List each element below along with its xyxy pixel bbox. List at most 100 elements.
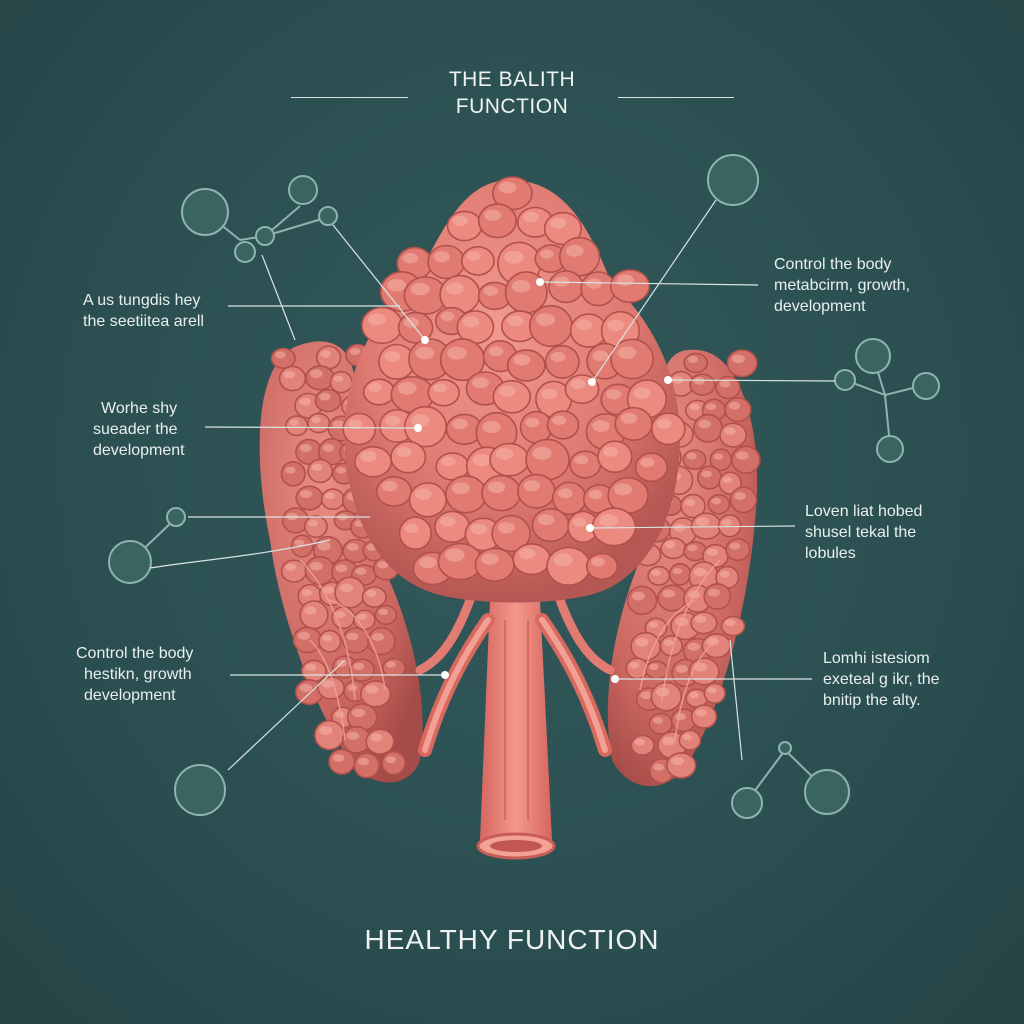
lobule-highlight (649, 663, 659, 670)
label-right-top: Control the body metabcirm, growth, deve… (774, 256, 911, 315)
right-side-lobe (607, 349, 761, 787)
lobule-highlight (310, 369, 323, 379)
lobule-highlight (640, 691, 652, 700)
lobule-highlight (640, 457, 655, 468)
lobule-highlight (631, 591, 645, 601)
lobule-bump (725, 538, 751, 562)
lobule-highlight (734, 492, 746, 500)
lobule-bump (703, 583, 732, 610)
lobule-highlight (664, 540, 676, 549)
lobule-bump (525, 438, 570, 481)
lobule-highlight (294, 539, 305, 546)
molecule-mid-left (108, 507, 186, 584)
lobule-bump (697, 465, 722, 490)
lobule-highlight (322, 444, 335, 452)
lobule-highlight (397, 381, 417, 395)
lobule-bump (329, 370, 353, 394)
lobule-highlight (386, 661, 396, 668)
lobule-highlight (404, 523, 419, 534)
lobule-bump (403, 405, 447, 448)
molecule-clusters (108, 154, 940, 819)
lobule-bump (445, 475, 487, 514)
annotation-dot (664, 376, 672, 384)
lobule-bump (614, 406, 653, 441)
left-side-lobe (259, 341, 423, 783)
lobule-bump (427, 244, 466, 280)
lobule-highlight (586, 278, 602, 289)
lobule-highlight (537, 514, 555, 526)
lobule-highlight (497, 522, 515, 534)
lobule-bump (506, 349, 546, 382)
lobule-highlight (484, 209, 502, 221)
lobule-highlight (719, 380, 731, 388)
lobule-bump (280, 460, 306, 487)
lobule-highlight (676, 664, 688, 673)
lobule-bump (531, 507, 570, 543)
lobule-highlight (433, 383, 447, 393)
lobule-highlight (298, 397, 311, 406)
lobule-bump (528, 304, 573, 348)
lobule-highlight (370, 733, 383, 742)
lobule-highlight (367, 313, 387, 326)
lobule-highlight (360, 450, 377, 462)
lobule-highlight (708, 588, 720, 597)
lobule-bump (645, 660, 669, 680)
lobule-bump (690, 611, 718, 635)
lobule-highlight (323, 586, 335, 594)
lobule-highlight (433, 251, 450, 263)
lobule-highlight (283, 370, 296, 379)
lobule-bump (717, 514, 742, 538)
lobule-highlight (305, 663, 317, 671)
lobule-highlight (557, 488, 573, 499)
lobule-bump (362, 378, 396, 406)
lobule-highlight (689, 691, 699, 699)
lobule-highlight (721, 519, 732, 526)
lobule-highlight (616, 274, 634, 287)
lobule-bump (682, 449, 707, 471)
lobule-highlight (689, 403, 700, 411)
lobule-highlight (481, 553, 499, 565)
lobule-bump (726, 349, 758, 378)
lobule-highlight (378, 608, 388, 615)
lobule-bump (367, 626, 396, 656)
lobule-bump (548, 270, 584, 304)
lobule-bump (657, 584, 688, 612)
lobule-highlight (319, 392, 331, 401)
lobule-bump (634, 452, 668, 483)
lobule-bump (597, 440, 633, 474)
annotation-dots (414, 278, 672, 683)
lobule-highlight (565, 244, 584, 257)
lobule-bump (512, 543, 552, 576)
lobule-highlight (570, 379, 586, 390)
lobule-highlight (377, 561, 389, 569)
lobule-highlight (532, 446, 552, 460)
lobule-bump (360, 680, 392, 708)
annotation-dot (536, 278, 544, 286)
lobule-highlight (554, 276, 570, 287)
lobule-bump (626, 585, 658, 616)
lobule-highlight (523, 211, 539, 223)
lobule-highlight (722, 476, 733, 484)
lobule-highlight (339, 583, 353, 593)
lobule-highlight (482, 420, 501, 434)
lobule-highlight (440, 311, 455, 321)
lobule-bump (719, 422, 748, 448)
lobule-highlight (299, 444, 312, 452)
lobule-bump (314, 388, 342, 413)
lobule-bump (427, 378, 460, 407)
lobule-highlight (728, 401, 741, 410)
lobule-highlight (725, 619, 736, 627)
lobule-bump (729, 486, 758, 514)
lobule-bump (668, 562, 692, 586)
lobule-bump (285, 415, 309, 437)
label-right-mid: Loven liat hobed shusel tekal the lobule… (805, 503, 923, 562)
title-line-2: FUNCTION (455, 95, 569, 118)
lobule-bump (295, 485, 324, 511)
lobule-highlight (320, 350, 331, 358)
lobule-bump (460, 245, 495, 276)
central-stem (415, 595, 615, 860)
lobule-bump (365, 728, 395, 755)
lobule-highlight (385, 756, 396, 764)
lobule-bump (660, 537, 687, 560)
lobule-bump (474, 547, 515, 582)
